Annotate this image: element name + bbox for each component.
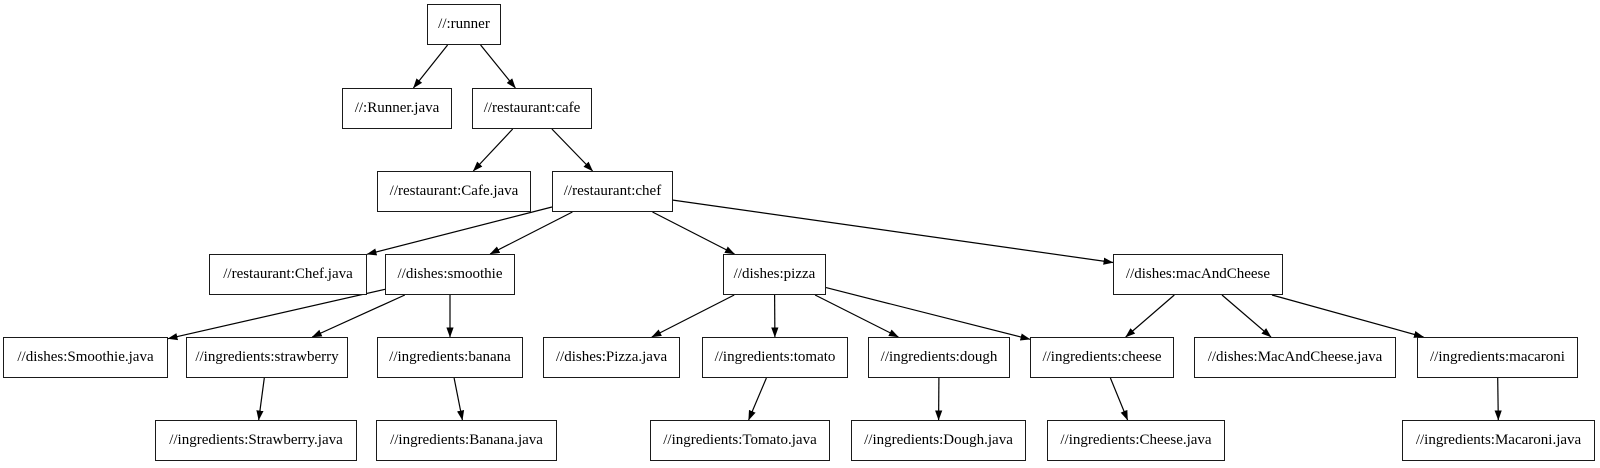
graph-node-Dough_java: //ingredients:Dough.java bbox=[851, 420, 1026, 461]
graph-node-label: //ingredients:Macaroni.java bbox=[1415, 432, 1582, 448]
graph-node-macAndCheese: //dishes:macAndCheese bbox=[1113, 254, 1283, 295]
graph-node-label: //ingredients:Cheese.java bbox=[1060, 432, 1212, 448]
graph-node-Chef_java: //restaurant:Chef.java bbox=[209, 254, 367, 295]
graph-node-tomato: //ingredients:tomato bbox=[702, 337, 848, 378]
graph-node-label: //restaurant:cafe bbox=[483, 100, 581, 116]
graph-node-label: //dishes:smoothie bbox=[397, 266, 503, 282]
graph-node-Cheese_java: //ingredients:Cheese.java bbox=[1047, 420, 1225, 461]
graph-node-label: //restaurant:Chef.java bbox=[223, 266, 353, 282]
graph-node-dough: //ingredients:dough bbox=[868, 337, 1010, 378]
graph-node-cafe: //restaurant:cafe bbox=[472, 88, 592, 129]
graph-node-Smoothie_java: //dishes:Smoothie.java bbox=[3, 337, 168, 378]
graph-node-label: //ingredients:dough bbox=[880, 349, 998, 365]
graph-node-smoothie: //dishes:smoothie bbox=[385, 254, 515, 295]
graph-node-label: //:Runner.java bbox=[354, 100, 440, 116]
graph-node-pizza: //dishes:pizza bbox=[723, 254, 826, 295]
graph-node-label: //restaurant:chef bbox=[563, 183, 662, 199]
graph-node-label: //ingredients:strawberry bbox=[195, 349, 339, 365]
graph-node-strawberry: //ingredients:strawberry bbox=[186, 337, 348, 378]
graph-node-label: //:runner bbox=[438, 16, 490, 32]
graph-node-Macaroni_java: //ingredients:Macaroni.java bbox=[1402, 420, 1595, 461]
graph-node-Strawberry_java: //ingredients:Strawberry.java bbox=[155, 420, 357, 461]
graph-node-MacAndCheese_java: //dishes:MacAndCheese.java bbox=[1194, 337, 1396, 378]
graph-node-label: //dishes:Pizza.java bbox=[555, 349, 668, 365]
graph-node-runner: //:runner bbox=[427, 4, 501, 45]
graph-node-Tomato_java: //ingredients:Tomato.java bbox=[650, 420, 830, 461]
graph-node-label: //dishes:Smoothie.java bbox=[17, 349, 154, 365]
graph-node-label: //ingredients:Banana.java bbox=[390, 432, 543, 448]
graph-node-label: //ingredients:Dough.java bbox=[864, 432, 1013, 448]
graph-node-Banana_java: //ingredients:Banana.java bbox=[376, 420, 557, 461]
graph-node-Cafe_java: //restaurant:Cafe.java bbox=[377, 171, 531, 212]
graph-node-label: //ingredients:cheese bbox=[1042, 349, 1162, 365]
graph-node-label: //ingredients:macaroni bbox=[1430, 349, 1565, 365]
graph-node-label: //ingredients:Tomato.java bbox=[663, 432, 817, 448]
graph-node-label: //dishes:MacAndCheese.java bbox=[1207, 349, 1383, 365]
graph-node-label: //ingredients:banana bbox=[389, 349, 511, 365]
graph-node-chef: //restaurant:chef bbox=[552, 171, 673, 212]
graph-node-banana: //ingredients:banana bbox=[377, 337, 523, 378]
graph-node-label: //dishes:pizza bbox=[733, 266, 816, 282]
graph-node-macaroni: //ingredients:macaroni bbox=[1417, 337, 1578, 378]
graph-node-Pizza_java: //dishes:Pizza.java bbox=[543, 337, 680, 378]
graph-node-label: //restaurant:Cafe.java bbox=[389, 183, 519, 199]
graph-node-label: //ingredients:Strawberry.java bbox=[169, 432, 343, 448]
graph-node-label: //dishes:macAndCheese bbox=[1125, 266, 1271, 282]
graph-node-cheese: //ingredients:cheese bbox=[1030, 337, 1174, 378]
graph-node-label: //ingredients:tomato bbox=[714, 349, 836, 365]
graph-node-Runner_java: //:Runner.java bbox=[342, 88, 452, 129]
